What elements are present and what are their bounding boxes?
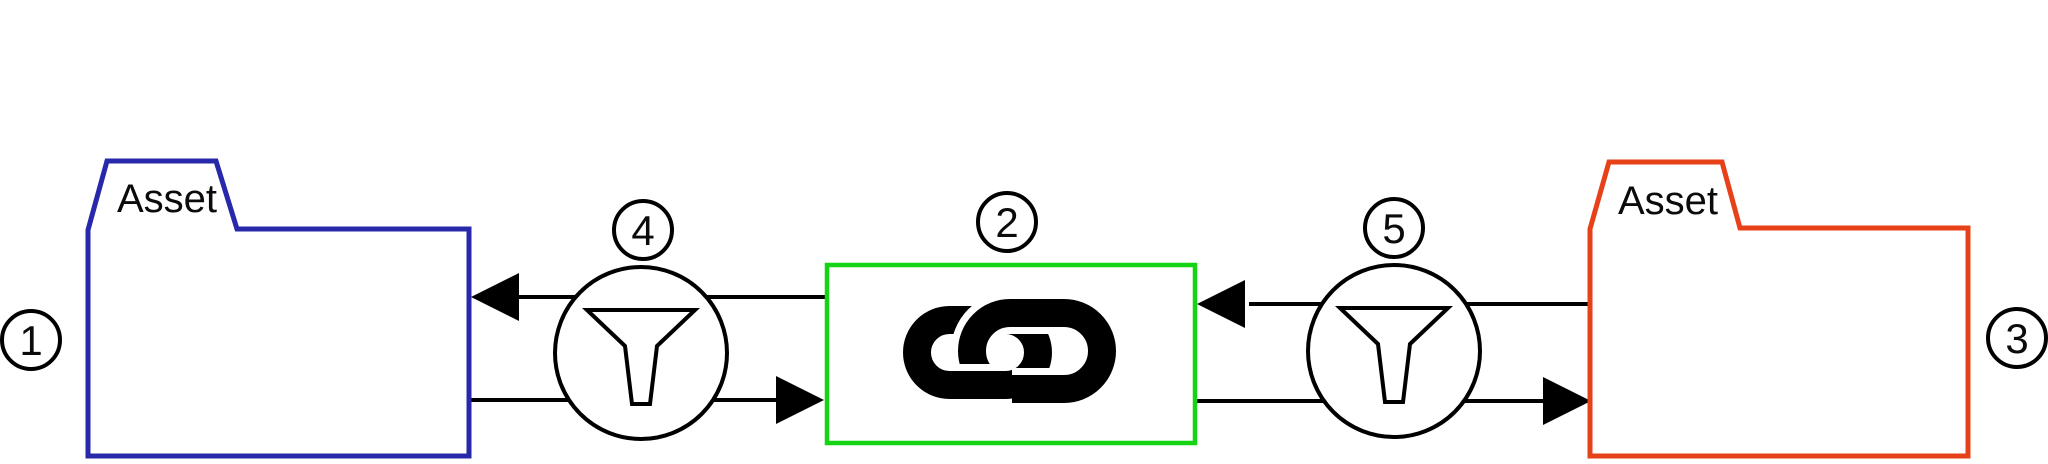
badge-3-number: 3 (2005, 315, 2028, 362)
link-box (824, 262, 1198, 446)
badge-2: 2 (976, 191, 1038, 253)
link-box-border (824, 262, 1198, 446)
badge-4: 4 (612, 199, 674, 261)
chain-bottom-weave (950, 362, 1012, 406)
badge-circle (1986, 307, 2048, 369)
badge-4-number: 4 (631, 207, 654, 254)
arrowhead-left-icon (1197, 280, 1245, 328)
badge-circle (1363, 197, 1425, 259)
asset-folder-left-label: Asset (117, 177, 217, 221)
chain-ring-right (958, 299, 1116, 403)
chain-link-icon (903, 292, 1123, 410)
filter-node-left (553, 265, 729, 441)
filter-node-right (1306, 263, 1482, 439)
folder-shape-left (85, 158, 472, 459)
badge-circle (976, 191, 1038, 253)
badge-circle (612, 199, 674, 261)
badge-1: 1 (0, 309, 62, 371)
funnel-icon (1334, 306, 1454, 404)
chain-ring-left-over (950, 369, 1012, 399)
asset-folder-right-label: Asset (1618, 179, 1718, 223)
badge-circle (0, 309, 62, 371)
badge-5: 5 (1363, 197, 1425, 259)
badge-5-number: 5 (1382, 205, 1405, 252)
asset-folder-left: Asset (85, 158, 472, 459)
funnel-icon (581, 308, 701, 406)
arrowhead-left-icon (471, 273, 519, 321)
badge-1-number: 1 (19, 317, 42, 364)
asset-folder-right: Asset (1587, 159, 1971, 459)
arrowhead-right-icon (776, 376, 824, 424)
arrowhead-right-icon (1543, 377, 1591, 425)
folder-shape-right (1587, 159, 1971, 459)
badge-2-number: 2 (995, 199, 1018, 246)
badge-3: 3 (1986, 307, 2048, 369)
